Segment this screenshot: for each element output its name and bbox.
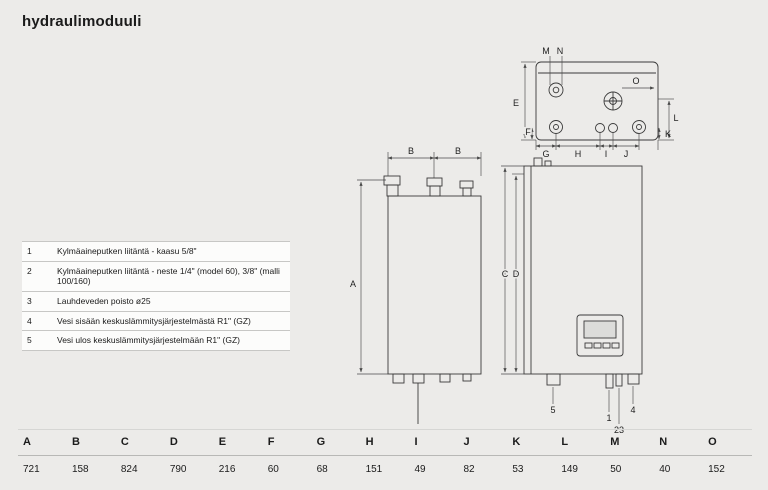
dimension-column-label: C — [120, 436, 129, 448]
dim-label-b2: B — [455, 146, 461, 156]
legend-row-text: Kylmäaineputken liitäntä - neste 1/4" (m… — [57, 265, 280, 287]
dim-label-f: F — [525, 127, 531, 137]
dim-label-c: C — [502, 269, 509, 279]
dimension-column-label: I — [414, 436, 418, 448]
page-title: hydraulimoduuli — [22, 13, 142, 30]
dimension-column-label: M — [610, 436, 620, 448]
dim-label-l: L — [673, 113, 678, 123]
legend-row-text: Vesi sisään keskuslämmitysjärjestelmästä… — [57, 315, 251, 326]
legend-row: 3 Lauhdeveden poisto ø25 — [22, 291, 290, 312]
dimension-column-label: F — [267, 436, 275, 448]
dimension-value: 216 — [218, 464, 236, 475]
legend-row: 4 Vesi sisään keskuslämmitysjärjestelmäs… — [22, 311, 290, 332]
side-view: C D 5 1 23 4 — [500, 157, 643, 435]
dim-label-e: E — [513, 98, 519, 108]
dimension-value: 152 — [708, 464, 725, 475]
dimension-value: 82 — [463, 464, 475, 475]
legend-row: 1 Kylmäaineputken liitäntä - kaasu 5/8" — [22, 242, 290, 262]
legend-table: 1 Kylmäaineputken liitäntä - kaasu 5/8" … — [22, 241, 290, 351]
dimension-column-label: G — [316, 436, 326, 448]
dimension-value: 40 — [659, 464, 671, 475]
callout-4: 4 — [630, 405, 635, 415]
dimension-column-label: D — [169, 436, 178, 448]
callout-5: 5 — [550, 405, 555, 415]
dim-label-j: J — [624, 149, 629, 159]
dim-label-n: N — [557, 46, 564, 56]
dimension-value: 149 — [561, 464, 578, 475]
legend-row-number: 3 — [27, 295, 32, 306]
dimension-value: 49 — [414, 464, 426, 475]
dim-label-i: I — [605, 149, 608, 159]
dim-label-o: O — [632, 76, 639, 86]
dimension-column-label: N — [659, 436, 668, 448]
dimension-column-label: K — [512, 436, 521, 448]
legend-row-text: Lauhdeveden poisto ø25 — [57, 295, 151, 306]
dimension-table-header: A B C D E F G H I J K L M N O — [18, 429, 752, 456]
dimension-value: 50 — [610, 464, 622, 475]
legend-row-number: 5 — [27, 335, 32, 346]
dimension-column-label: A — [23, 436, 31, 448]
dimension-column-label: E — [218, 436, 227, 448]
dimension-value: 721 — [23, 464, 40, 475]
dim-label-g: G — [542, 149, 549, 159]
dimension-value: 60 — [267, 464, 279, 475]
callout-2-3: 23 — [614, 425, 624, 435]
dim-label-m: M — [542, 46, 550, 56]
dimension-column-label: L — [561, 436, 569, 448]
legend-row: 5 Vesi ulos keskuslämmitysjärjestelmään … — [22, 331, 290, 351]
dimension-table: A B C D E F G H I J K L M N O 721 158 82… — [18, 429, 752, 475]
legend-row: 2 Kylmäaineputken liitäntä - neste 1/4" … — [22, 261, 290, 292]
dim-label-b1: B — [408, 146, 414, 156]
callout-1: 1 — [606, 413, 611, 423]
dimension-column-label: B — [71, 436, 80, 448]
dimension-table-values: 721 158 824 790 216 60 68 151 49 82 53 1… — [18, 456, 752, 475]
legend-row-text: Kylmäaineputken liitäntä - kaasu 5/8" — [57, 246, 197, 256]
dimension-value: 790 — [169, 464, 187, 475]
dim-label-a: A — [350, 279, 356, 289]
legend-row-number: 1 — [27, 246, 32, 256]
dim-label-h: H — [575, 149, 582, 159]
dim-label-d: D — [513, 269, 520, 279]
dimension-value: 68 — [316, 464, 328, 475]
legend-row-text: Vesi ulos keskuslämmitysjärjestelmään R1… — [57, 335, 240, 346]
dimension-column-label: J — [463, 436, 470, 448]
dimension-column-label: O — [708, 436, 717, 448]
legend-row-number: 2 — [27, 265, 32, 276]
dimension-value: 53 — [512, 464, 524, 475]
dimension-value: 824 — [120, 464, 138, 475]
dimension-column-label: H — [365, 436, 374, 448]
dim-label-k: K — [665, 129, 671, 139]
dimension-value: 151 — [365, 464, 383, 475]
dimension-value: 158 — [71, 464, 89, 475]
front-view: B B A — [350, 146, 482, 424]
legend-row-number: 4 — [27, 315, 32, 326]
top-view: M N E F L K O G H I J — [513, 46, 679, 159]
